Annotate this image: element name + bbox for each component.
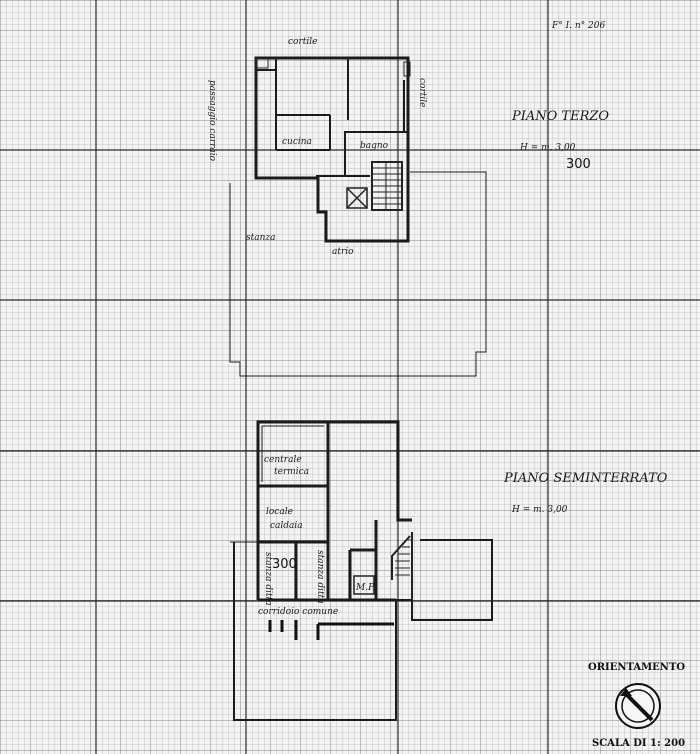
label-caldaia: caldaia	[270, 521, 303, 531]
upper-plan-title: PIANO TERZO	[511, 109, 609, 124]
chimney-symbol	[255, 57, 269, 69]
label-locale: locale	[266, 507, 293, 517]
upper-height-note: H = m. 3,00	[519, 143, 576, 153]
tank-box	[353, 575, 375, 595]
label-passaggio-carraio: passaggio carraio	[207, 80, 217, 162]
label-cortile-right: cortile	[417, 78, 427, 107]
upper-partitions	[256, 58, 408, 177]
lower-height-note: H = m. 3,00	[511, 505, 568, 515]
corridor-door-marks	[268, 620, 394, 640]
lower-rooms	[256, 420, 412, 602]
label-stanza: stanza	[246, 233, 276, 243]
label-bagno: bagno	[360, 141, 389, 151]
upper-height-value: 300	[566, 157, 591, 172]
upper-elevator	[346, 187, 368, 209]
upper-staircase	[371, 161, 403, 211]
sheet-reference: F° I. n° 206	[551, 21, 605, 31]
legend: ORIENTAMENTO SCALA DI 1: 200	[588, 662, 685, 749]
label-stanza-ditta-2: stanza ditta	[315, 550, 325, 604]
compass-icon	[615, 683, 661, 729]
lower-plan: centrale termica locale caldaia stanza d…	[230, 420, 668, 721]
label-centrale: centrale	[264, 455, 302, 465]
lower-height-value: 300	[272, 557, 297, 572]
label-atrio: atrio	[332, 247, 354, 257]
upper-footprint-outline	[229, 171, 487, 377]
upper-apartment-walls	[254, 56, 410, 243]
label-cucina: cucina	[282, 137, 312, 147]
lower-plan-title: PIANO SEMINTERRATO	[503, 471, 668, 486]
label-stanza-ditta-1: stanza ditta	[263, 552, 273, 606]
label-corridoio-comune: corridoio comune	[258, 607, 338, 617]
label-termica: termica	[274, 467, 309, 477]
scale-label: SCALA DI 1: 200	[592, 738, 685, 749]
label-cortile-top: cortile	[288, 37, 317, 47]
upper-plan: cortile cortile passaggio carraio cucina…	[207, 37, 609, 377]
label-mp: M.P.	[355, 583, 375, 593]
lower-staircase	[391, 532, 413, 600]
orientation-label: ORIENTAMENTO	[588, 662, 685, 673]
window-detail	[403, 61, 411, 77]
lower-inner-lines	[230, 425, 324, 543]
